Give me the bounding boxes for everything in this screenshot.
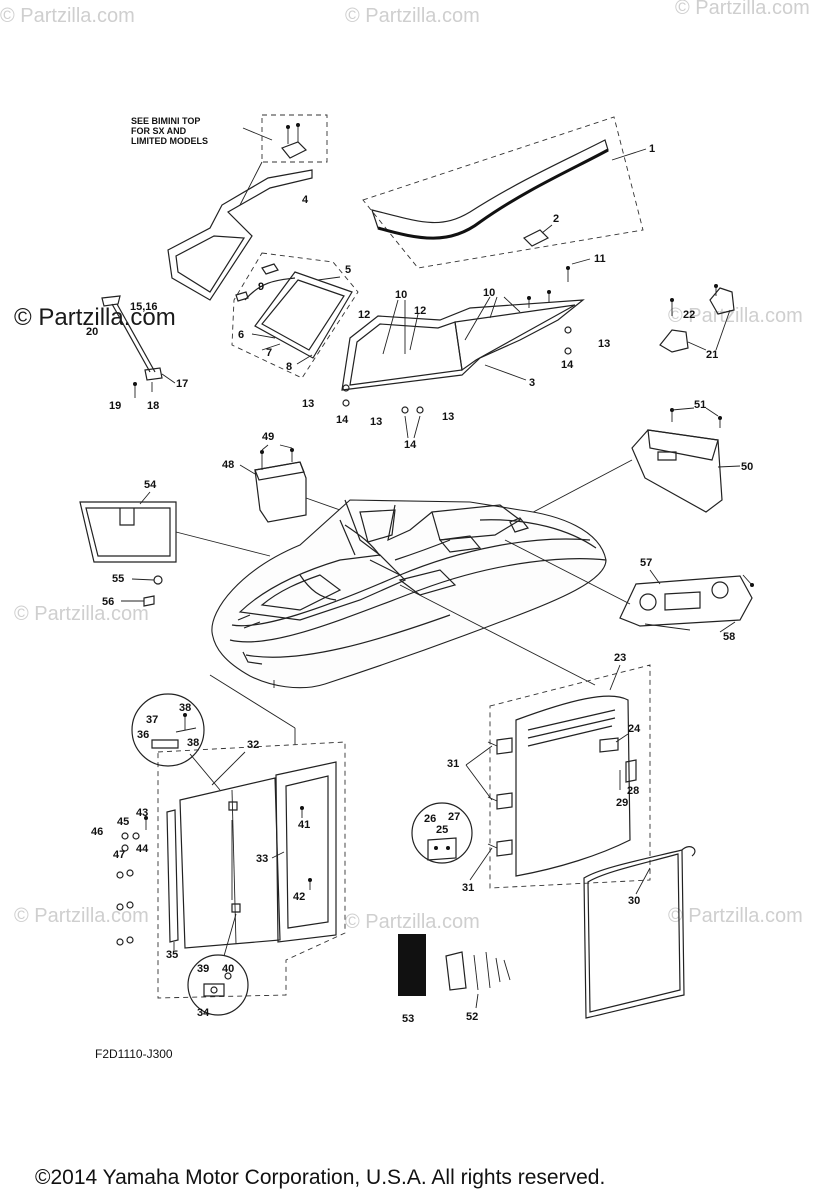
callout-2: 2 bbox=[553, 213, 559, 225]
callout-51: 51 bbox=[694, 399, 706, 411]
callout-20: 20 bbox=[86, 326, 98, 338]
callout-34: 34 bbox=[197, 1007, 210, 1019]
callout-25: 25 bbox=[436, 824, 448, 836]
callout-35: 35 bbox=[166, 949, 178, 961]
callout-32: 32 bbox=[247, 739, 259, 751]
part-5-window-group: 5 9 6 7 8 bbox=[231, 252, 359, 379]
part-50-51-console: 51 50 bbox=[521, 399, 753, 519]
callout-4: 4 bbox=[302, 194, 309, 206]
watermark-top-left: © Partzilla.com bbox=[0, 5, 135, 27]
callout-6: 6 bbox=[238, 329, 244, 341]
callout-38b: 38 bbox=[187, 737, 199, 749]
bimini-note-line3: LIMITED MODELS bbox=[131, 136, 208, 146]
callout-36: 36 bbox=[137, 729, 149, 741]
callout-13b: 13 bbox=[302, 398, 314, 410]
callout-14c: 14 bbox=[404, 439, 417, 451]
callout-37: 37 bbox=[146, 714, 158, 726]
callout-12b: 12 bbox=[414, 305, 426, 317]
callout-21: 21 bbox=[706, 349, 718, 361]
bimini-note-line1: SEE BIMINI TOP bbox=[131, 116, 200, 126]
callout-1: 1 bbox=[649, 143, 655, 155]
callout-42: 42 bbox=[293, 891, 305, 903]
callout-11: 11 bbox=[594, 253, 606, 265]
part-4-frame: 4 bbox=[167, 169, 313, 301]
callout-17: 17 bbox=[176, 378, 188, 390]
callout-24: 24 bbox=[628, 723, 641, 735]
callout-52: 52 bbox=[466, 1011, 478, 1023]
callout-5: 5 bbox=[345, 264, 351, 276]
bimini-note-line2: FOR SX AND bbox=[131, 126, 187, 136]
part-1-rail-cover: 1 2 bbox=[362, 116, 655, 269]
callout-9: 9 bbox=[258, 281, 264, 293]
callout-31a: 31 bbox=[447, 758, 459, 770]
watermark-top-right: © Partzilla.com bbox=[675, 0, 810, 19]
part-3-windshield: 10 10 12 12 3 11 13 14 13 14 13 13 14 bbox=[302, 253, 610, 451]
callout-57: 57 bbox=[640, 557, 652, 569]
part-52-53-kit: 53 52 bbox=[398, 934, 511, 1025]
callout-31b: 31 bbox=[462, 882, 474, 894]
callout-19: 19 bbox=[109, 400, 121, 412]
callout-47: 47 bbox=[113, 849, 125, 861]
callout-33: 33 bbox=[256, 853, 268, 865]
watermark-right-1: © Partzilla.com bbox=[668, 305, 803, 327]
callout-10a: 10 bbox=[395, 289, 407, 301]
callout-13d: 13 bbox=[442, 411, 454, 423]
part-21-22-brackets: 22 21 bbox=[659, 284, 735, 361]
watermark-left-3: © Partzilla.com bbox=[14, 905, 149, 927]
part-15-20-strut: 15,16 20 17 18 19 bbox=[86, 295, 188, 412]
callout-46: 46 bbox=[91, 826, 103, 838]
callout-28: 28 bbox=[627, 785, 639, 797]
watermark-dark: © Partzilla.com bbox=[14, 304, 176, 331]
callout-45: 45 bbox=[117, 816, 129, 828]
callout-48: 48 bbox=[222, 459, 234, 471]
watermark-left-2: © Partzilla.com bbox=[14, 603, 149, 625]
door-assembly-left: 32 33 41 42 35 43 45 46 44 47 38 bbox=[91, 693, 346, 1019]
part-57-58-dash-panel: 57 58 bbox=[619, 557, 754, 643]
diagram-code: F2D1110-J300 bbox=[95, 1047, 173, 1061]
callout-39: 39 bbox=[197, 963, 209, 975]
watermark-center-3: © Partzilla.com bbox=[345, 911, 480, 933]
boat-hull bbox=[209, 499, 631, 745]
callout-41: 41 bbox=[298, 819, 310, 831]
callout-44: 44 bbox=[136, 843, 149, 855]
callout-8: 8 bbox=[286, 361, 292, 373]
callout-49: 49 bbox=[262, 431, 274, 443]
callout-27: 27 bbox=[448, 811, 460, 823]
callout-13c: 13 bbox=[370, 416, 382, 428]
part-54-56-mat: 54 55 56 bbox=[79, 479, 271, 608]
callout-38a: 38 bbox=[179, 702, 191, 714]
callout-13a: 13 bbox=[598, 338, 610, 350]
part-48-49-bin: 49 48 bbox=[222, 431, 341, 523]
callout-40: 40 bbox=[222, 963, 234, 975]
part-53-black-decal bbox=[398, 934, 426, 996]
callout-30: 30 bbox=[628, 895, 640, 907]
callout-14a: 14 bbox=[561, 359, 574, 371]
callout-54: 54 bbox=[144, 479, 157, 491]
callout-58: 58 bbox=[723, 631, 735, 643]
callout-10b: 10 bbox=[483, 287, 495, 299]
callout-14b: 14 bbox=[336, 414, 349, 426]
bimini-note: SEE BIMINI TOP FOR SX AND LIMITED MODELS bbox=[131, 114, 328, 206]
callout-12a: 12 bbox=[358, 309, 370, 321]
callout-18: 18 bbox=[147, 400, 159, 412]
callout-3: 3 bbox=[529, 377, 535, 389]
hatch-assembly-right: 23 24 28 29 31 31 26 27 25 30 bbox=[411, 652, 696, 1019]
callout-56: 56 bbox=[102, 596, 114, 608]
watermark-right-3: © Partzilla.com bbox=[668, 905, 803, 927]
callout-7: 7 bbox=[266, 347, 272, 359]
callout-29: 29 bbox=[616, 797, 628, 809]
watermark-top-center: © Partzilla.com bbox=[345, 5, 480, 27]
callout-53: 53 bbox=[402, 1013, 414, 1025]
callout-23: 23 bbox=[614, 652, 626, 664]
copyright-notice: ©2014 Yamaha Motor Corporation, U.S.A. A… bbox=[35, 1166, 605, 1189]
callout-55: 55 bbox=[112, 573, 124, 585]
callout-50: 50 bbox=[741, 461, 753, 473]
callout-15-16: 15,16 bbox=[130, 301, 158, 313]
callout-43: 43 bbox=[136, 807, 148, 819]
callout-26: 26 bbox=[424, 813, 436, 825]
callout-22: 22 bbox=[683, 309, 695, 321]
